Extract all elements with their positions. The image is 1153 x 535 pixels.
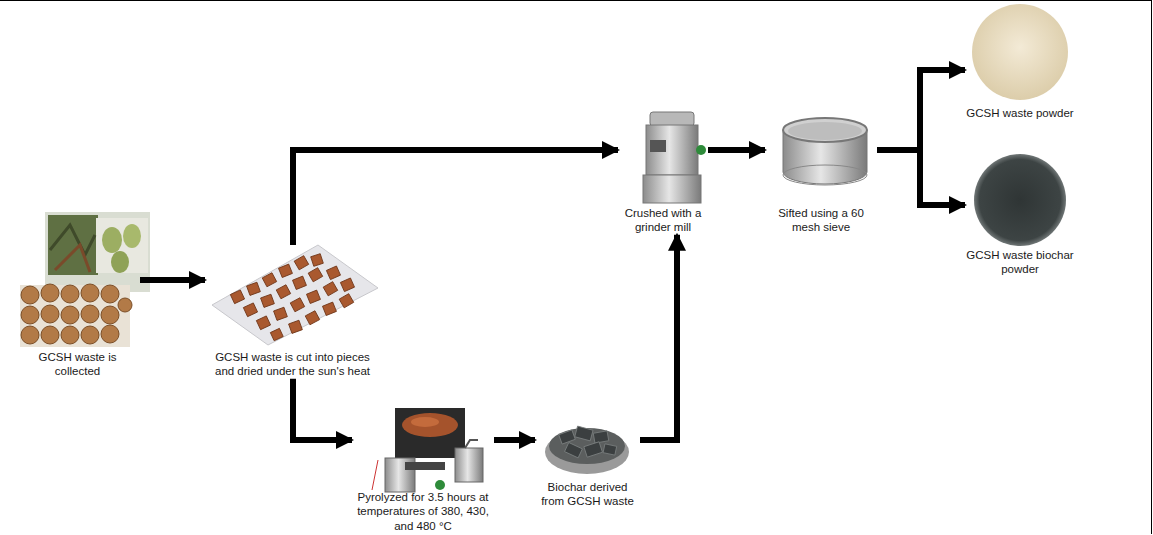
flow-arrow [494,437,535,443]
step-caption: Crushed with a grinder mill [618,206,708,235]
flow-arrow [708,147,765,153]
process-step: Crushed with a grinder mill [618,108,708,235]
step-caption: GCSH waste is collected [15,350,140,379]
step-caption: GCSH waste powder [965,106,1075,120]
process-step: Biochar derived from GCSH waste [535,418,640,509]
biochar-bowl [545,426,629,474]
flow-arrow [877,150,965,205]
waste-collage [20,212,150,347]
process-step: GCSH waste is collected [15,210,140,379]
powder-dish [972,4,1068,100]
process-step: GCSH waste is cut into pieces and dried … [205,245,380,379]
step-caption: Biochar derived from GCSH waste [535,480,640,509]
process-step: Sifted using a 60 mesh sieve [765,112,877,235]
process-step: GCSH waste powder [965,3,1075,120]
step-caption: GCSH waste biochar powder [965,248,1075,277]
flow-arrow [877,70,965,150]
step-caption: GCSH waste is cut into pieces and dried … [205,350,380,379]
mesh-sieve [783,118,867,185]
grinder-mill [643,112,706,203]
process-step: GCSH waste biochar powder [965,150,1075,277]
step-caption: Sifted using a 60 mesh sieve [765,206,877,235]
flow-arrow [140,277,205,283]
process-step: Pyrolyzed for 3.5 hours at temperatures … [352,405,494,533]
step-caption: Pyrolyzed for 3.5 hours at temperatures … [352,490,494,533]
dried-pieces [212,245,378,345]
pyrolysis-reactor [372,408,483,492]
flow-arrow [293,379,352,440]
flow-arrow [640,235,677,440]
biochar-powder-dish [974,154,1066,246]
flow-arrow [293,150,618,245]
